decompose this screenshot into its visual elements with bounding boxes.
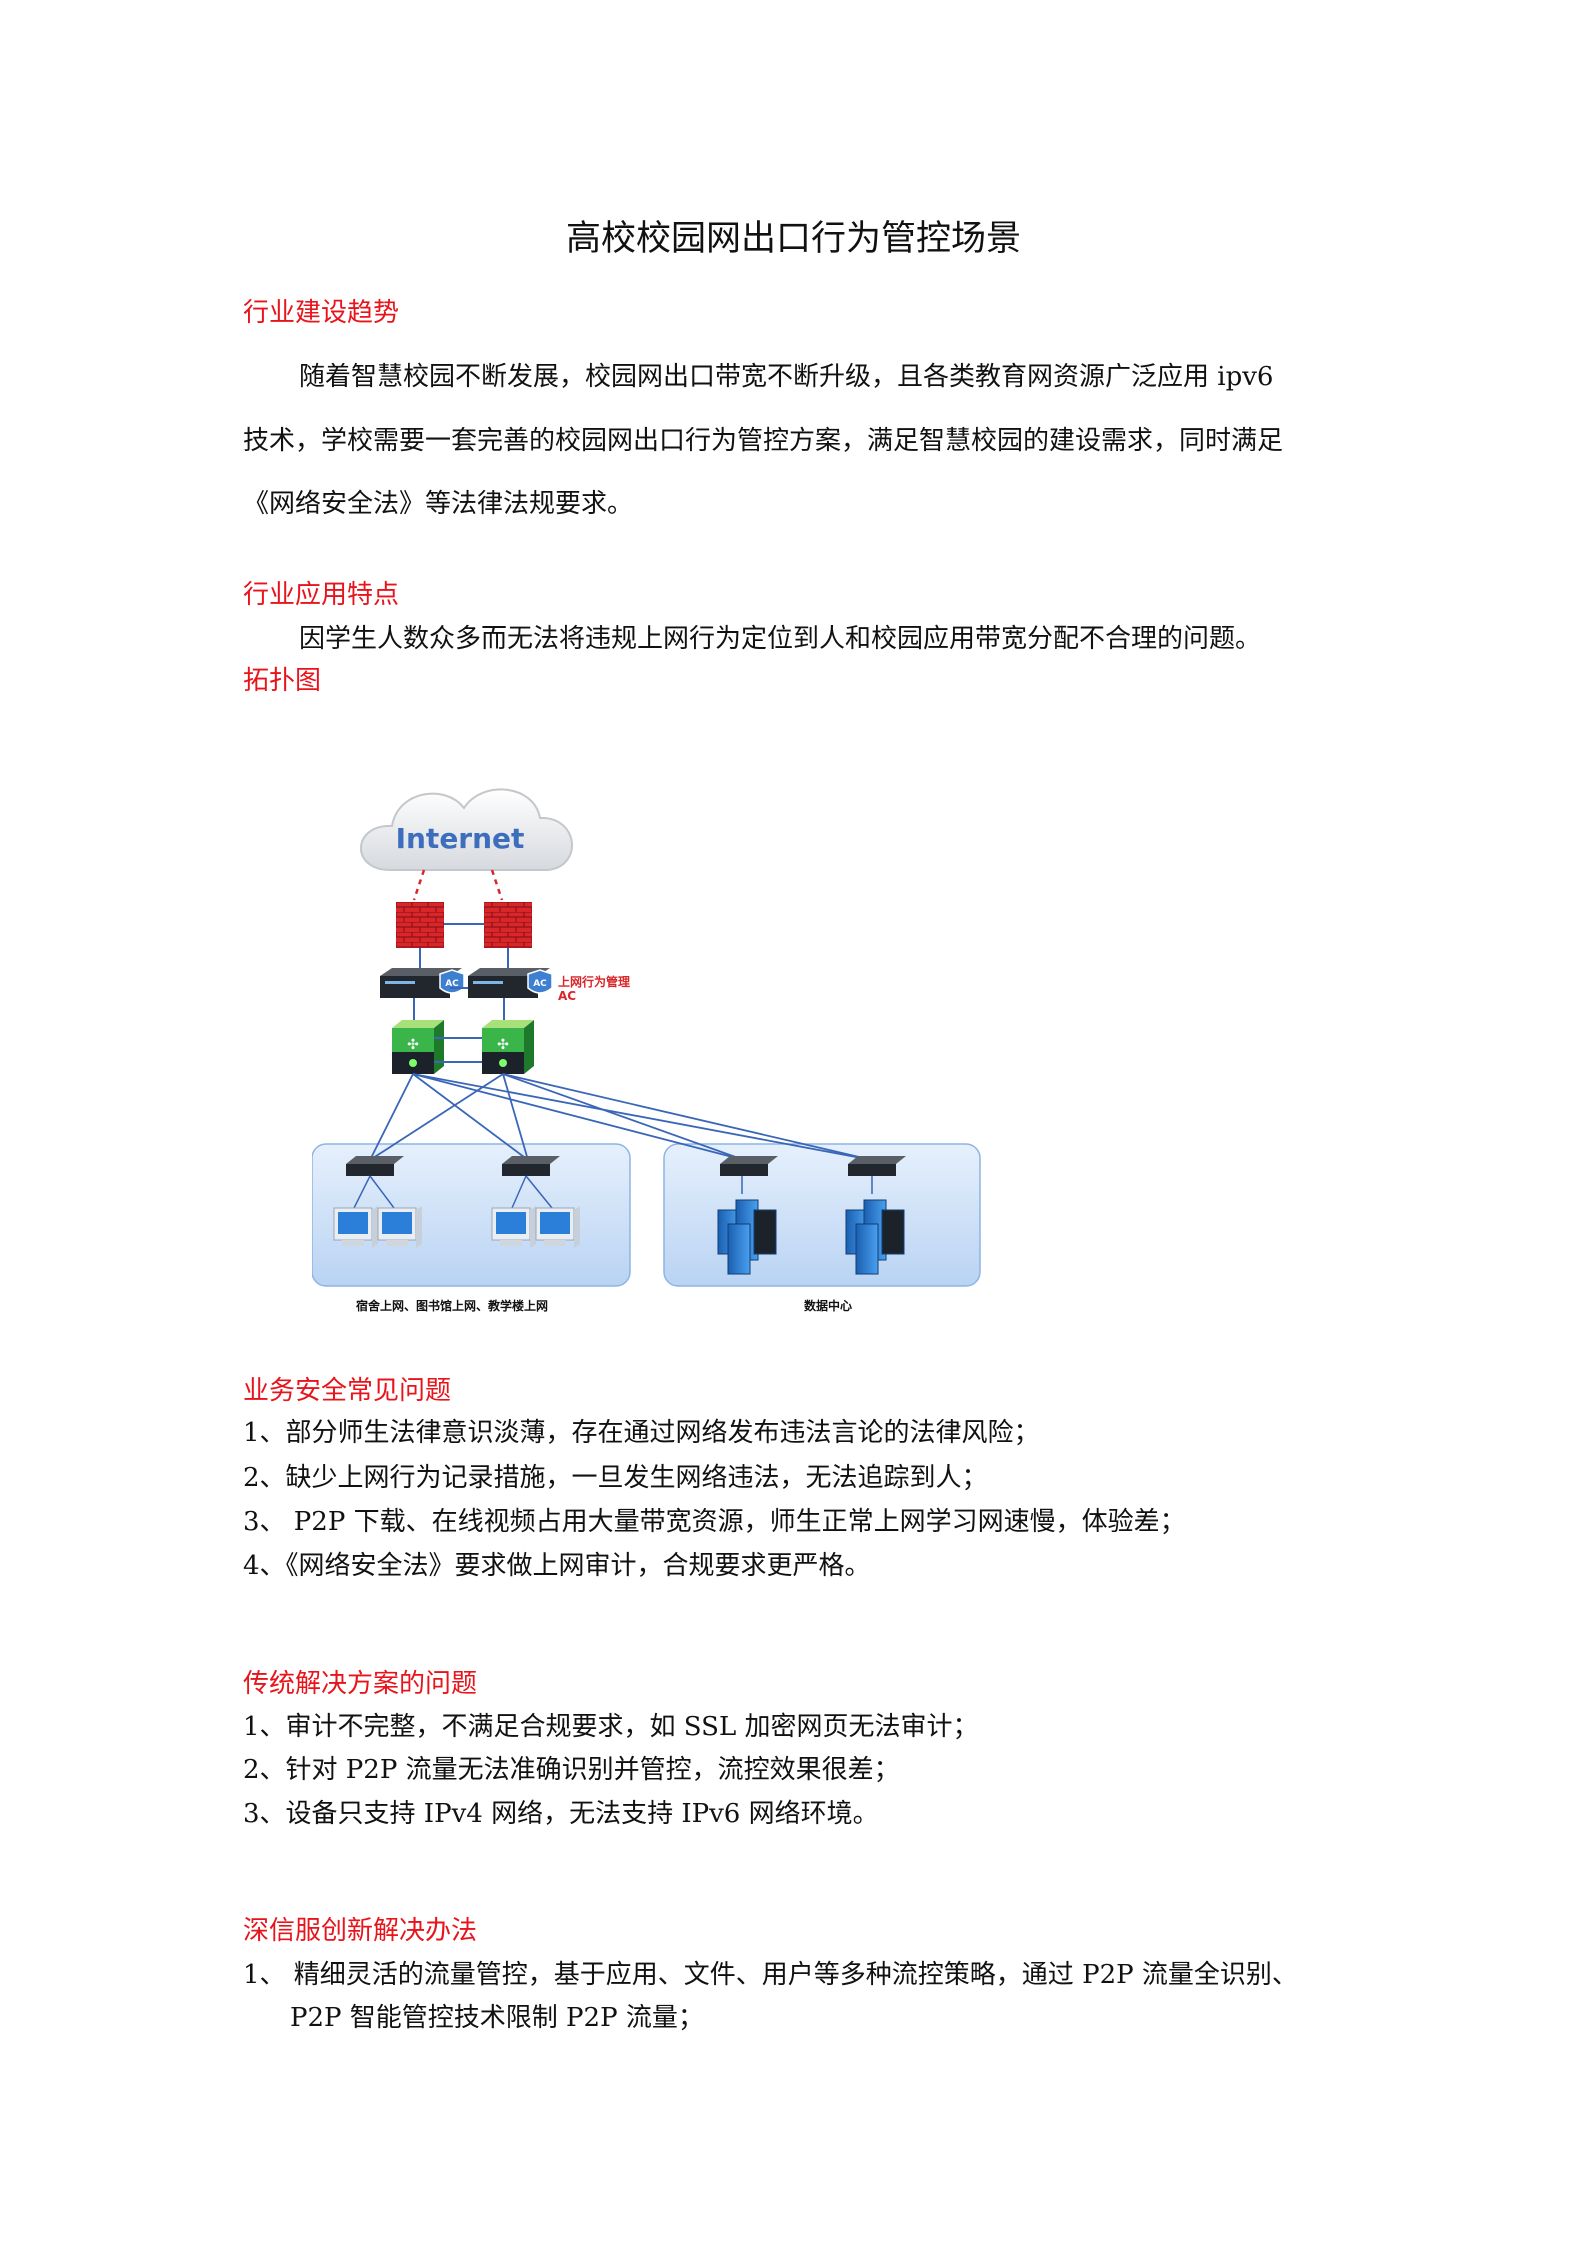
traditional-item-3: 3、设备只支持 IPv4 网络，无法支持 IPv6 网络环境。 (243, 1799, 879, 1829)
ac-label-line1: 上网行为管理 (558, 974, 630, 989)
issues-item-1: 1、部分师生法律意识淡薄，存在通过网络发布违法言论的法律风险； (243, 1418, 1040, 1448)
solution-heading: 深信服创新解决办法 (243, 1916, 478, 1946)
issues-item-2: 2、缺少上网行为记录措施，一旦发生网络违法，无法追踪到人； (243, 1463, 988, 1493)
firewall-right-icon (484, 902, 532, 948)
pc-3-icon (491, 1206, 536, 1248)
trend-heading: 行业建设趋势 (243, 298, 400, 328)
ac-badge-left: AC (445, 979, 459, 989)
ac-badge-right: AC (533, 979, 547, 989)
cloud-label: Internet (396, 822, 525, 855)
dc-switch-2-icon (848, 1156, 906, 1176)
page-title: 高校校园网出口行为管控场景 (565, 219, 1021, 259)
svg-text:✣: ✣ (407, 1037, 419, 1053)
ac-label-line2: AC (558, 989, 576, 1003)
pc-2-icon (377, 1206, 422, 1248)
trend-line-1: 随着智慧校园不断发展，校园网出口带宽不断升级，且各类教育网资源广泛应用 ipv6 (299, 362, 1274, 392)
internet-cloud-icon: Internet (360, 788, 573, 871)
datacenter-zone-label: 数据中心 (804, 1298, 852, 1313)
firewall-left-icon (396, 902, 444, 948)
issues-item-4: 4、《网络安全法》要求做上网审计，合规要求更严格。 (243, 1551, 871, 1581)
core-switch-right-icon: ✣ (482, 1020, 534, 1074)
solution-item-1-line-1: 1、 精细灵活的流量管控，基于应用、文件、用户等多种流控策略，通过 P2P 流量… (243, 1960, 1298, 1990)
pc-4-icon (535, 1206, 580, 1248)
ac-device-right-icon: AC (468, 968, 553, 998)
topology-heading: 拓扑图 (243, 666, 322, 696)
access-zone-label: 宿舍上网、图书馆上网、教学楼上网 (356, 1298, 548, 1313)
issues-heading: 业务安全常见问题 (243, 1376, 452, 1406)
traditional-item-2: 2、针对 P2P 流量无法准确识别并管控，流控效果很差； (243, 1755, 900, 1785)
features-heading: 行业应用特点 (243, 580, 400, 610)
trend-line-2: 技术，学校需要一套完善的校园网出口行为管控方案，满足智慧校园的建设需求，同时满足 (243, 426, 1284, 456)
access-switch-2-icon (502, 1156, 560, 1176)
server-cluster-2-icon (845, 1199, 905, 1275)
pc-1-icon (333, 1206, 378, 1248)
access-switch-1-icon (346, 1156, 404, 1176)
svg-text:✣: ✣ (497, 1037, 509, 1053)
datacenter-zone (663, 1143, 981, 1287)
trend-line-3: 《网络安全法》等法律法规要求。 (243, 489, 634, 519)
access-zone (312, 1143, 631, 1287)
issues-item-3: 3、 P2P 下载、在线视频占用大量带宽资源，师生正常上网学习网速慢，体验差； (243, 1507, 1186, 1537)
dc-switch-1-icon (720, 1156, 778, 1176)
traditional-heading: 传统解决方案的问题 (243, 1669, 478, 1699)
solution-item-1-line-2: P2P 智能管控技术限制 P2P 流量； (290, 2003, 704, 2033)
features-line: 因学生人数众多而无法将违规上网行为定位到人和校园应用带宽分配不合理的问题。 (299, 624, 1262, 654)
ac-device-left-icon: AC (380, 968, 465, 998)
network-topology-diagram: Internet AC AC 上网行为管理 AC ✣ (312, 788, 981, 1313)
server-cluster-1-icon (717, 1199, 777, 1275)
traditional-item-1: 1、审计不完整，不满足合规要求，如 SSL 加密网页无法审计； (243, 1712, 979, 1742)
core-switch-left-icon: ✣ (392, 1020, 444, 1074)
